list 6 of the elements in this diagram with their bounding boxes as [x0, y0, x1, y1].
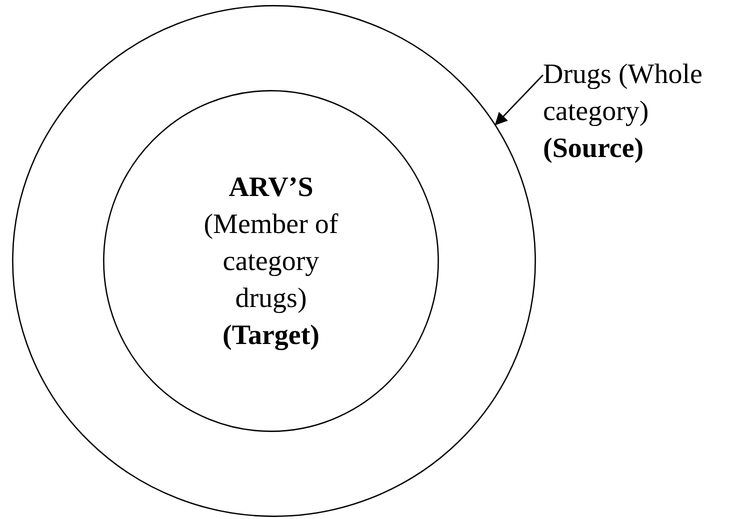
node-text: (Target)	[222, 318, 320, 352]
node-text: (Source)	[543, 132, 645, 166]
node-text: (Member of category drugs)	[202, 208, 340, 316]
arrow	[494, 74, 544, 126]
node-text: Drugs (Whole category)	[543, 58, 704, 129]
heading-text: ARV’S	[228, 170, 314, 204]
